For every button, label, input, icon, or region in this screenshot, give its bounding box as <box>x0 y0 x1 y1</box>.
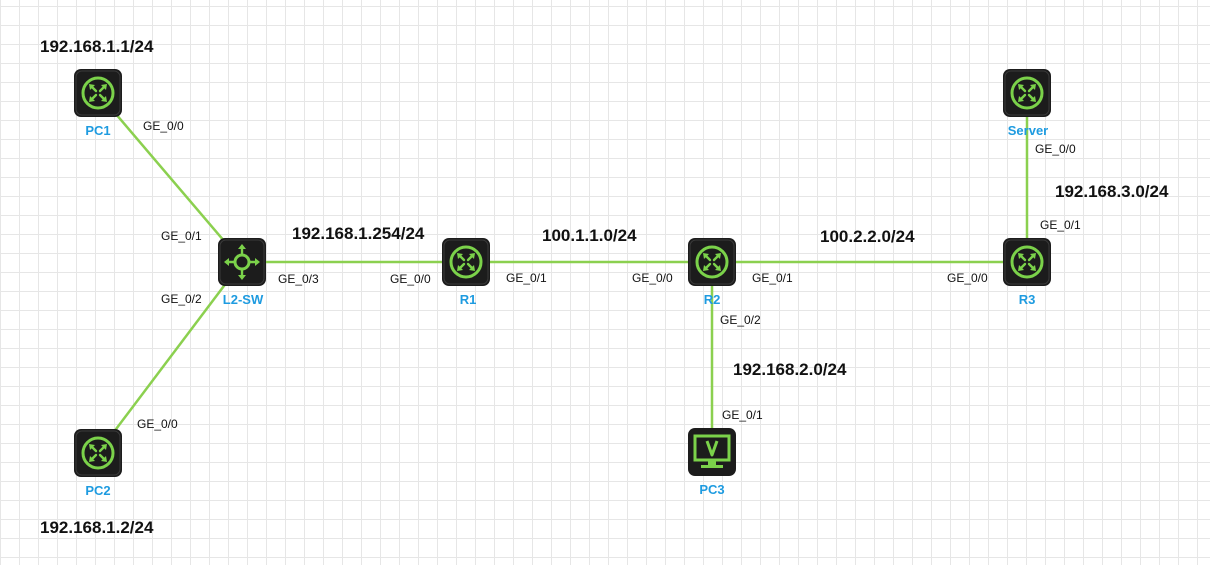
port-label: GE_0/0 <box>137 417 178 431</box>
label-pc2: PC2 <box>85 483 111 498</box>
device-l2-sw[interactable] <box>217 237 267 287</box>
port-label: GE_0/0 <box>143 119 184 133</box>
router-icon <box>687 237 737 287</box>
port-label: GE_0/0 <box>390 272 431 286</box>
port-label: GE_0/0 <box>632 271 673 285</box>
router-icon <box>73 428 123 478</box>
device-server[interactable] <box>1002 68 1052 118</box>
port-label: GE_0/1 <box>506 271 547 285</box>
device-pc1[interactable] <box>73 68 123 118</box>
monitor-icon <box>687 427 737 477</box>
label-pc3: PC3 <box>699 482 725 497</box>
switch-icon <box>217 237 267 287</box>
network-label-lan3: 192.168.3.0/24 <box>1055 182 1169 201</box>
port-label: GE_0/1 <box>752 271 793 285</box>
link-pc2-l2sw[interactable] <box>97 261 243 454</box>
label-r3: R3 <box>1018 292 1036 307</box>
device-r1[interactable] <box>441 237 491 287</box>
device-pc3[interactable] <box>687 427 737 477</box>
label-l2-sw: L2-SW <box>222 292 264 307</box>
network-label-lan2: 192.168.2.0/24 <box>733 360 847 379</box>
device-pc2[interactable] <box>73 428 123 478</box>
network-label-r1-r2: 100.1.1.0/24 <box>542 226 637 245</box>
port-label: GE_0/0 <box>947 271 988 285</box>
device-r3[interactable] <box>1002 237 1052 287</box>
port-label: GE_0/2 <box>720 313 761 327</box>
network-label-r2-r3: 100.2.2.0/24 <box>820 227 915 246</box>
port-label: GE_0/1 <box>1040 218 1081 232</box>
port-label: GE_0/1 <box>161 229 202 243</box>
router-icon <box>73 68 123 118</box>
port-label: GE_0/0 <box>1035 142 1076 156</box>
label-pc1: PC1 <box>85 123 111 138</box>
router-icon <box>1002 237 1052 287</box>
label-server: Server <box>1007 123 1049 138</box>
device-r2[interactable] <box>687 237 737 287</box>
port-label: GE_0/1 <box>722 408 763 422</box>
network-label-pc2-ip: 192.168.1.2/24 <box>40 518 154 537</box>
port-label: GE_0/3 <box>278 272 319 286</box>
network-label-lan1-gw: 192.168.1.254/24 <box>292 224 425 243</box>
link-pc1-l2sw[interactable] <box>97 92 243 263</box>
router-icon <box>441 237 491 287</box>
router-icon <box>1002 68 1052 118</box>
network-label-pc1-ip: 192.168.1.1/24 <box>40 37 154 56</box>
label-r2: R2 <box>703 292 721 307</box>
label-r1: R1 <box>459 292 477 307</box>
port-label: GE_0/2 <box>161 292 202 306</box>
